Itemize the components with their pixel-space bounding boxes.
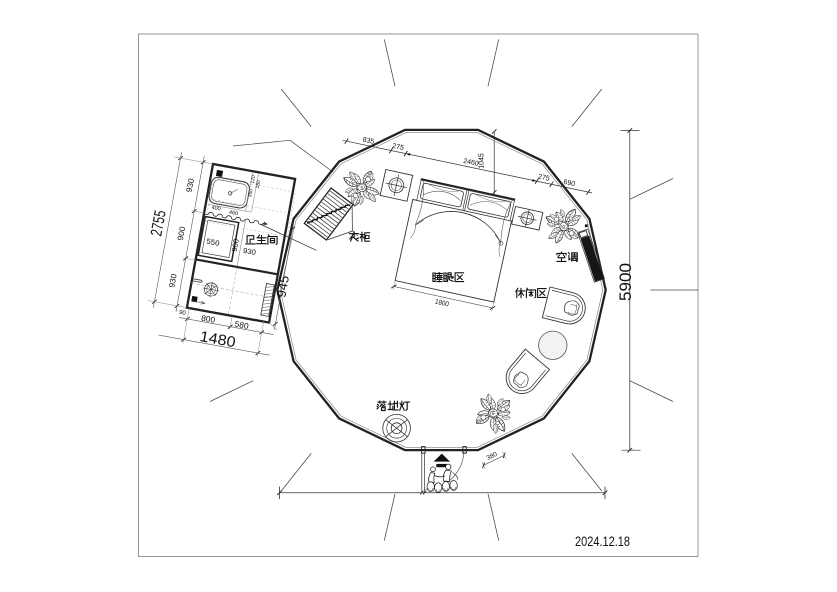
svg-text:380: 380	[486, 451, 499, 462]
svg-text:2024.12.18: 2024.12.18	[575, 534, 630, 549]
svg-text:1480: 1480	[198, 328, 236, 351]
svg-text:460: 460	[228, 210, 238, 218]
svg-text:90: 90	[178, 310, 186, 317]
svg-text:2755: 2755	[148, 209, 169, 238]
svg-text:945: 945	[273, 274, 292, 298]
svg-text:180: 180	[255, 180, 262, 189]
svg-text:930: 930	[242, 246, 256, 257]
svg-text:800: 800	[200, 313, 216, 324]
svg-text:930: 930	[167, 272, 178, 288]
svg-text:2460: 2460	[463, 158, 480, 168]
svg-text:1800: 1800	[434, 299, 449, 309]
svg-text:900: 900	[230, 238, 241, 252]
svg-text:900: 900	[176, 225, 187, 241]
svg-text:690: 690	[563, 179, 576, 188]
svg-text:550: 550	[206, 237, 220, 248]
svg-text:400: 400	[211, 205, 221, 213]
svg-text:275: 275	[392, 143, 405, 152]
svg-text:930: 930	[185, 177, 196, 193]
svg-text:350: 350	[247, 188, 254, 197]
svg-text:580: 580	[234, 320, 250, 331]
svg-text:275: 275	[537, 174, 550, 183]
svg-text:120: 120	[250, 175, 257, 184]
svg-text:1045: 1045	[479, 153, 486, 169]
svg-text:835: 835	[362, 137, 375, 146]
svg-text:5900: 5900	[616, 263, 635, 301]
